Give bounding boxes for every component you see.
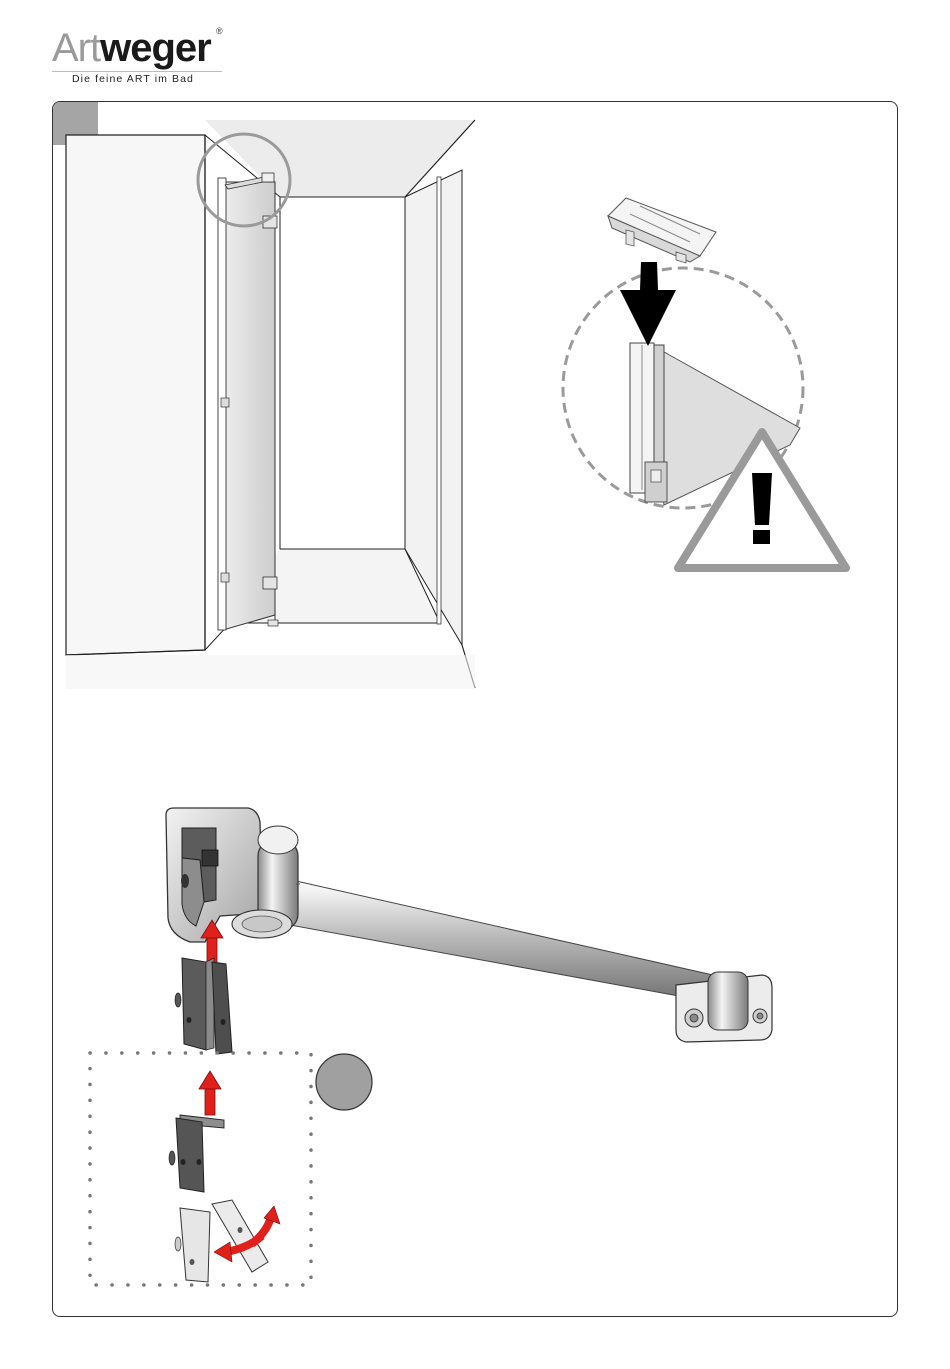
stabiliser-bar-assembly (90, 808, 772, 1285)
red-arrow-icon (199, 1071, 221, 1115)
folded-insert (169, 1115, 224, 1192)
rubber-insert-pair (175, 958, 232, 1054)
clip-part-icon (608, 198, 716, 263)
shower-niche-scene (66, 120, 475, 689)
glass-clamp-block (166, 808, 300, 942)
warning-detail (563, 198, 846, 568)
sub-step-badge (316, 1054, 372, 1110)
